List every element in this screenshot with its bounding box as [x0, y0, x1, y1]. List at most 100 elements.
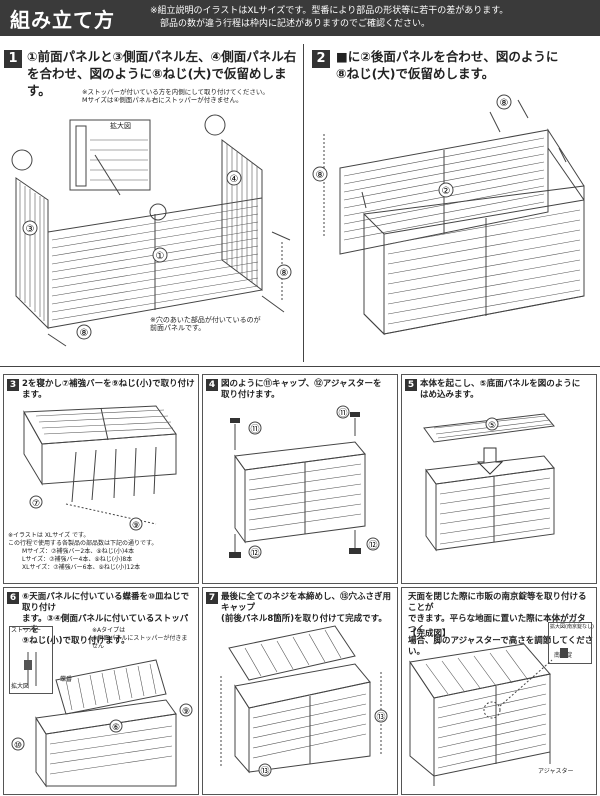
step8-box	[401, 587, 597, 795]
step2-label-2: ②	[442, 186, 451, 197]
step4-line1: 図のように⑪キャップ、⑫アジャスターを	[221, 379, 382, 389]
step3-number: 3	[7, 379, 19, 391]
step5-line1: 本体を起こし、⑤底面パネルを図のように	[420, 379, 581, 389]
back-panel	[339, 129, 549, 255]
step4-box	[202, 374, 398, 584]
adjuster-label: アジャスター	[538, 768, 574, 775]
step2-line2: ⑧ねじ(大)で仮留めします。	[336, 66, 495, 81]
side-panel-right	[221, 139, 263, 291]
step6-zoom-label: 拡大図	[11, 683, 30, 690]
step1-label-8a: ⑧	[80, 328, 89, 339]
step5-number: 5	[405, 379, 417, 391]
lock-location-circle	[483, 701, 501, 719]
step4-number: 4	[206, 379, 218, 391]
step1-zoom-label: 拡大図	[110, 122, 131, 130]
step4-instructions: 図のように⑪キャップ、⑫アジャスターを 取り付けます。	[221, 379, 393, 401]
step6-instructions: ⑥天面パネルに付いている蝶番を⑩皿ねじで取り付け ます。③④側面パネルに付いてい…	[22, 592, 196, 647]
step7-line2: (前後パネル8箇所)を取り付けて完成です。	[221, 614, 387, 624]
step3-note-line2: この行程で使用する各製品の部品数は下記の通りです。	[8, 540, 158, 547]
step6-box	[3, 587, 199, 795]
step6-line1: ⑥天面パネルに付いている蝶番を⑩皿ねじで取り付け	[22, 592, 190, 613]
step3-note-line1: ※イラストは XLサイズ です。	[8, 532, 90, 539]
step5-label-5: ⑤	[488, 421, 496, 431]
step2-instructions: ■に②後面パネルを合わせ、図のように ⑧ねじ(大)で仮留めします。	[336, 48, 598, 82]
step7-number: 7	[206, 592, 218, 604]
step5-line2: はめ込みます。	[420, 390, 479, 400]
frame-top	[234, 441, 366, 471]
step4-label-11a: ⑪	[250, 424, 259, 435]
step1-note-top: ※ストッパーが付いている方を内側にして取り付けてください。 Mサイズは④側面パネ…	[82, 88, 292, 104]
step1-note-top-line1: ※ストッパーが付いている方を内側にして取り付けてください。	[82, 88, 269, 96]
step3-size-l: Lサイズ：⑦補強バー4本、⑨ねじ(小)8本	[22, 556, 133, 563]
step3-size-xl: XLサイズ：⑦補強バー6本、⑨ねじ(小)12本	[22, 564, 141, 571]
step1-instructions: ①前面パネルと③側面パネル左、④側面パネル右 を合わせ、図のように⑧ねじ(大)で…	[27, 48, 302, 99]
page-header: 組み立て方 ※組立説明のイラストはXLサイズです。型番により部品の形状等に若干の…	[0, 0, 600, 36]
step1-label-3: ③	[26, 224, 35, 235]
step3-instructions: 2を寝かし⑦補強バーを⑨ねじ(小)で取り付けます。	[22, 379, 195, 400]
step1-note-top-line2: Mサイズは④側面パネル右にストッパーが付きません。	[82, 96, 243, 104]
step6-inset-note: ※Aタイプは ②側面パネルにストッパーが付きません	[92, 627, 192, 651]
step1-label-4: ④	[230, 174, 239, 185]
step5-illustration: ⑤	[423, 413, 555, 552]
step6-line2: ます。③④側面パネルに付いているストッパーを	[22, 614, 189, 635]
middle-divider	[0, 366, 600, 367]
step5-box	[401, 374, 597, 584]
step6-inset-note-line1: ※Aタイプは	[92, 627, 126, 634]
step2-label-8b: ⑧	[316, 170, 325, 181]
step2-line1: ■に②後面パネルを合わせ、図のように	[336, 49, 559, 64]
step2-number: 2	[312, 50, 330, 68]
step7-illustration: ⑬ ⑬	[220, 625, 388, 777]
step8-illustration	[409, 643, 568, 786]
step3-illustration: ⑦ ⑨	[23, 405, 177, 531]
page-title: 組み立て方	[10, 8, 115, 32]
step6-hinge-label: 蝶番	[60, 676, 73, 683]
step7-instructions: 最後に全てのネジを本締めし、⑬穴ふさぎ用キャップ (前後パネル8箇所)を取り付け…	[221, 592, 395, 625]
step3-note: ※イラストは XLサイズ です。 この行程で使用する各製品の部品数は下記の通りで…	[8, 532, 196, 572]
header-note-line2: 部品の数が違う行程は枠内に記述がありますのでご確認ください。	[160, 19, 431, 29]
bottom-panel	[423, 413, 555, 443]
step8-line1: 天面を閉じた際に市販の南京錠等を取り付けることが	[408, 592, 587, 613]
step4-label-11b: ⑪	[338, 408, 347, 419]
step5-instructions: 本体を起こし、⑤底面パネルを図のように はめ込みます。	[420, 379, 592, 401]
step2-label-8a: ⑧	[500, 98, 509, 109]
step4-label-12b: ⑫	[368, 540, 377, 551]
step6-label-10: ⑩	[14, 741, 22, 751]
step3-size-m: Mサイズ：⑦補強バー2本、⑨ねじ(小)4本	[22, 548, 135, 555]
step6-inset-note-line2: ②側面パネルにストッパーが付きません	[92, 635, 188, 650]
front-assembly	[363, 185, 585, 335]
step6-zoom-inset	[9, 626, 53, 694]
step1-line1: ①前面パネルと③側面パネル左、④側面パネル右	[27, 49, 297, 64]
complete-label: 【完成図】	[408, 629, 451, 639]
step3-label-9: ⑨	[132, 521, 140, 531]
top-panel-open	[55, 659, 167, 715]
step3-box	[3, 374, 199, 584]
step7-label-13a: ⑬	[260, 766, 269, 777]
step7-line1: 最後に全てのネジを本締めし、⑬穴ふさぎ用キャップ	[221, 592, 392, 613]
step1-number: 1	[4, 50, 22, 68]
step1-label-1: ①	[156, 251, 165, 262]
step1-label-8b: ⑧	[280, 268, 289, 279]
step3-label-7: ⑦	[32, 499, 40, 509]
side-panel-left	[15, 177, 49, 330]
step8-instructions: 天面を閉じた際に市販の南京錠等を取り付けることが できます。平らな地面に置いた際…	[408, 592, 594, 658]
step1-note-bottom-line2: 前面パネルです。	[150, 324, 206, 332]
header-note-line1: ※組立説明のイラストはXLサイズです。型番により部品の形状等に若干の差があります…	[150, 6, 509, 16]
step2-illustration: ② ⑧ ⑧	[312, 94, 585, 336]
step7-box	[202, 587, 398, 795]
step6-stopper-label: ストッパー	[11, 627, 42, 634]
step8-zoom-label: 拡大図(南京錠なし)	[550, 624, 594, 630]
step1-line2: を合わせ、図のように⑧ねじ(大)で仮留めします。	[27, 66, 287, 98]
step6-line3: ⑨ねじ(小)で取り付けます。	[22, 636, 130, 646]
step6-number: 6	[7, 592, 19, 604]
step1-note-bottom: ※穴のあいた部品が付いているのが 前面パネルです。	[150, 316, 300, 332]
step8-line3: 場合、脚のアジャスターで高さを調節してください。	[408, 636, 594, 657]
step6-label-6: ⑥	[112, 723, 120, 733]
step4-line2: 取り付けます。	[221, 390, 280, 400]
step4-label-12a: ⑫	[250, 548, 259, 559]
step8-zoom-inset	[548, 622, 592, 664]
step6-illustration: ⑥ ⑨ ⑩	[11, 652, 193, 788]
step7-label-13b: ⑬	[376, 712, 385, 723]
step1-note-bottom-line1: ※穴のあいた部品が付いているのが	[150, 316, 261, 324]
step8-line2: できます。平らな地面に置いた際に本体がガタつく	[408, 614, 586, 635]
step1-illustration: ③ ① ④ ⑧ ⑧	[11, 114, 292, 347]
